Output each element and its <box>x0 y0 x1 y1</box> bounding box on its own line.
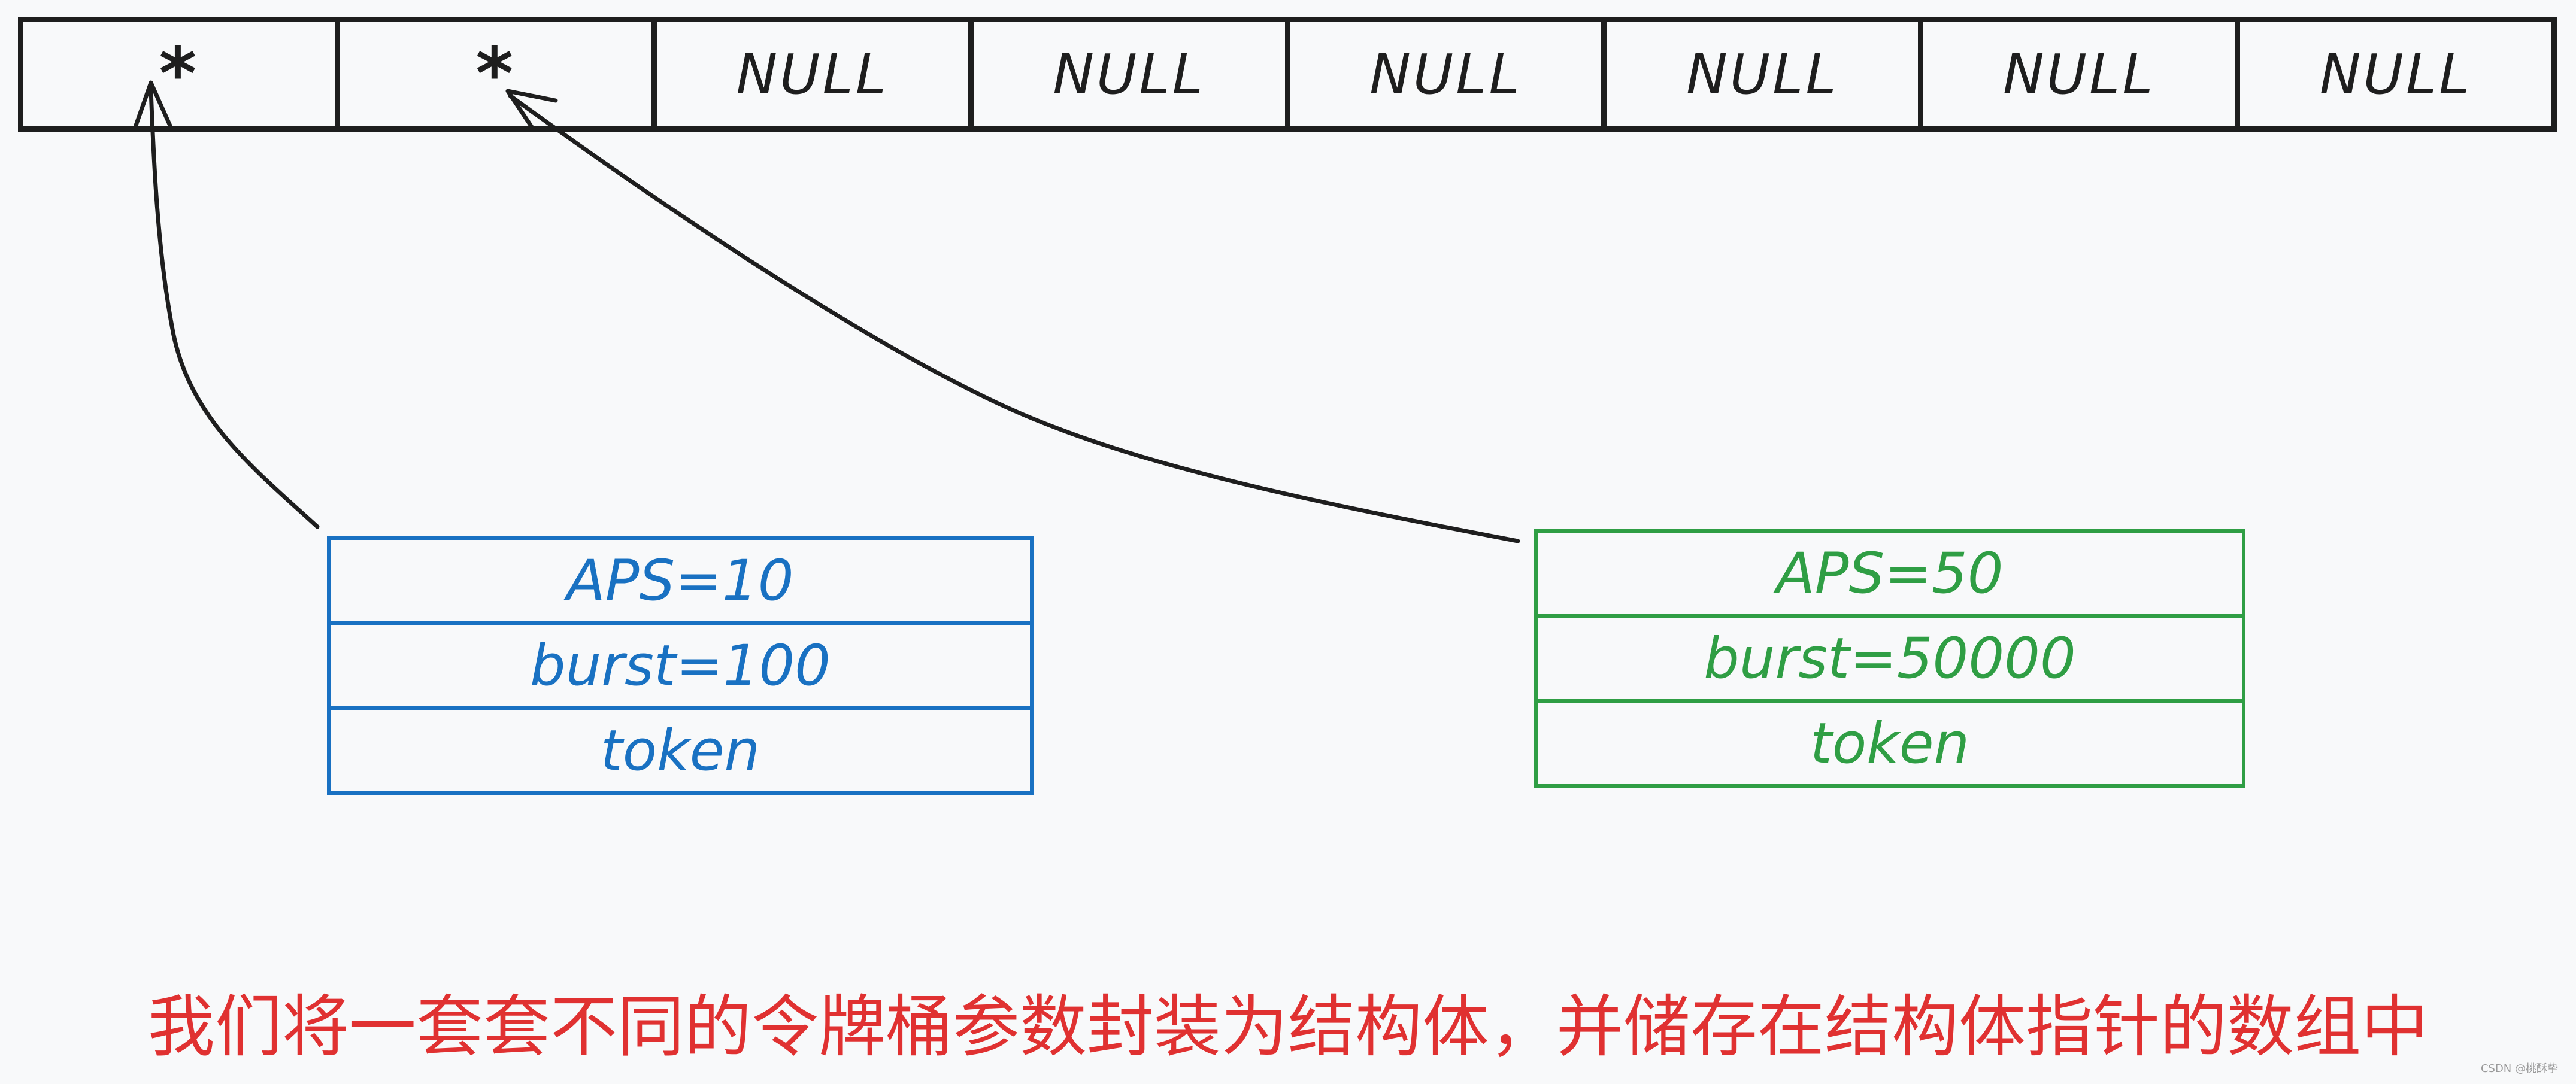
arrowhead-cell1 <box>505 89 558 131</box>
array-cell-5: NULL <box>1607 22 1924 126</box>
array-cell-3: NULL <box>974 22 1290 126</box>
arrow-struct1-to-cell0 <box>149 87 320 529</box>
struct-green-field-burst: burst=50000 <box>1534 614 2245 703</box>
struct-green: APS=50 burst=50000 token <box>1534 529 2245 788</box>
array-cell-7: NULL <box>2319 42 2472 107</box>
array-cell-6: NULL <box>1923 22 2241 126</box>
struct-blue-field-burst: burst=100 <box>327 621 1034 710</box>
arrowhead-cell0 <box>132 80 173 131</box>
array-cell-1: * <box>340 22 657 126</box>
struct-blue-field-aps: APS=10 <box>327 536 1034 625</box>
watermark: CSDN @桃酥挚 <box>2480 1062 2558 1075</box>
array-cell-2: NULL <box>657 22 974 126</box>
arrow-struct2-to-cell1 <box>508 93 1520 543</box>
struct-green-field-token: token <box>1534 699 2245 788</box>
caption: 我们将一套套不同的令牌桶参数封装为结构体，并储存在结构体指针的数组中 <box>148 988 2428 1066</box>
struct-blue: APS=10 burst=100 token <box>327 536 1034 795</box>
struct-blue-field-token: token <box>327 706 1034 795</box>
struct-green-field-aps: APS=50 <box>1534 529 2245 618</box>
array-cell-4: NULL <box>1290 22 1607 126</box>
pointer-array: * * NULL NULL NULL NULL NULL NULL <box>18 17 2557 132</box>
array-cell-0: * <box>23 22 340 126</box>
